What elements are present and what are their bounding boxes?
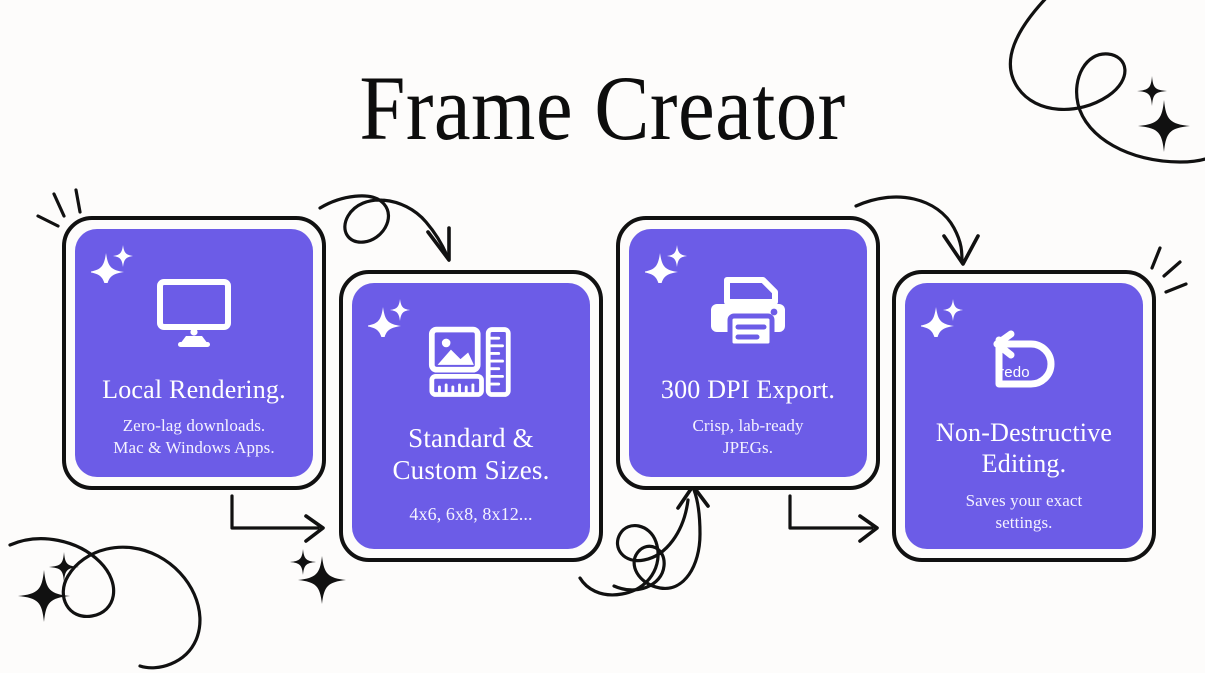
sparkle-icon bbox=[645, 245, 687, 283]
sparkle-small bbox=[290, 549, 316, 575]
image-and-ruler-icon bbox=[428, 323, 514, 403]
sparkle-icon bbox=[368, 299, 410, 337]
feature-card-standard-custom-sizes[interactable]: Standard & Custom Sizes. 4x6, 6x8, 8x12.… bbox=[339, 270, 603, 562]
feature-card-local-rendering[interactable]: Local Rendering. Zero-lag downloads. Mac… bbox=[62, 216, 326, 490]
sparkle-large bbox=[298, 556, 346, 604]
monitor-icon bbox=[151, 273, 237, 353]
card-title: Non-Destructive Editing. bbox=[936, 418, 1112, 479]
card-title-line: Non-Destructive bbox=[935, 418, 1113, 448]
card-subtitle: Zero-lag downloads. Mac & Windows Apps. bbox=[113, 415, 274, 460]
bracket-arrow-card3-to-card4 bbox=[788, 494, 874, 530]
card-subtitle: Crisp, lab-ready JPEGs. bbox=[692, 415, 803, 460]
bracket-arrow-card1-to-card2-head bbox=[304, 514, 325, 543]
shine-lines-card-4 bbox=[1164, 282, 1188, 294]
card-title-line: Editing. bbox=[981, 449, 1067, 479]
swirl-doodle-bottom-left bbox=[8, 537, 202, 670]
shine-lines-card-1 bbox=[52, 192, 66, 218]
card-title-line: Custom Sizes. bbox=[392, 454, 550, 485]
bracket-arrow-card1-to-card2 bbox=[230, 494, 320, 530]
card-subtitle-line: Crisp, lab-ready bbox=[692, 415, 804, 435]
shine-lines-card-4 bbox=[1162, 260, 1182, 278]
shine-lines-card-4 bbox=[1150, 246, 1162, 270]
card-subtitle-line: Mac & Windows Apps. bbox=[113, 438, 275, 458]
loop-arrow-card2-to-card3 bbox=[612, 488, 702, 592]
curly-arrow-card1-to-card2-head bbox=[426, 226, 451, 262]
card-subtitle-line: settings. bbox=[995, 513, 1053, 533]
redo-arrow-icon: redo bbox=[981, 323, 1067, 402]
sparkle-small bbox=[49, 552, 79, 582]
arc-arrow-card3-to-card4-head bbox=[942, 234, 980, 266]
sparkle-icon bbox=[921, 299, 963, 337]
card-subtitle: Saves your exact settings. bbox=[966, 490, 1083, 535]
card-title: Standard & Custom Sizes. bbox=[392, 423, 549, 487]
card-subtitle-line: Saves your exact bbox=[965, 490, 1083, 510]
card-subtitle-line: JPEGs. bbox=[722, 438, 774, 458]
card-subtitle: 4x6, 6x8, 8x12... bbox=[409, 503, 532, 527]
sparkle-large bbox=[1138, 100, 1190, 152]
bracket-arrow-card3-to-card4-head bbox=[858, 514, 879, 543]
card-title: 300 DPI Export. bbox=[660, 375, 836, 404]
shine-lines-card-1 bbox=[74, 188, 82, 214]
page-title: Frame Creator bbox=[359, 57, 846, 159]
card-title-line: Standard & bbox=[408, 423, 534, 453]
card-body: Standard & Custom Sizes. 4x6, 6x8, 8x12.… bbox=[352, 283, 590, 549]
card-body: Local Rendering. Zero-lag downloads. Mac… bbox=[75, 229, 313, 477]
feature-card-dpi-export[interactable]: 300 DPI Export. Crisp, lab-ready JPEGs. bbox=[616, 216, 880, 490]
feature-card-non-destructive-editing[interactable]: redo Non-Destructive Editing. Saves your… bbox=[892, 270, 1156, 562]
shine-lines-card-1 bbox=[36, 214, 60, 228]
curly-arrow-card1-to-card2 bbox=[318, 194, 450, 260]
card-title: Local Rendering. bbox=[102, 375, 286, 404]
printer-icon bbox=[705, 273, 791, 353]
card-subtitle-line: 4x6, 6x8, 8x12... bbox=[409, 503, 533, 524]
card-body: 300 DPI Export. Crisp, lab-ready JPEGs. bbox=[629, 229, 867, 477]
card-body: redo Non-Destructive Editing. Saves your… bbox=[905, 283, 1143, 549]
sparkle-large bbox=[18, 570, 70, 622]
sparkle-icon bbox=[91, 245, 133, 283]
redo-label: redo bbox=[999, 364, 1030, 381]
card-subtitle-line: Zero-lag downloads. bbox=[122, 415, 266, 435]
